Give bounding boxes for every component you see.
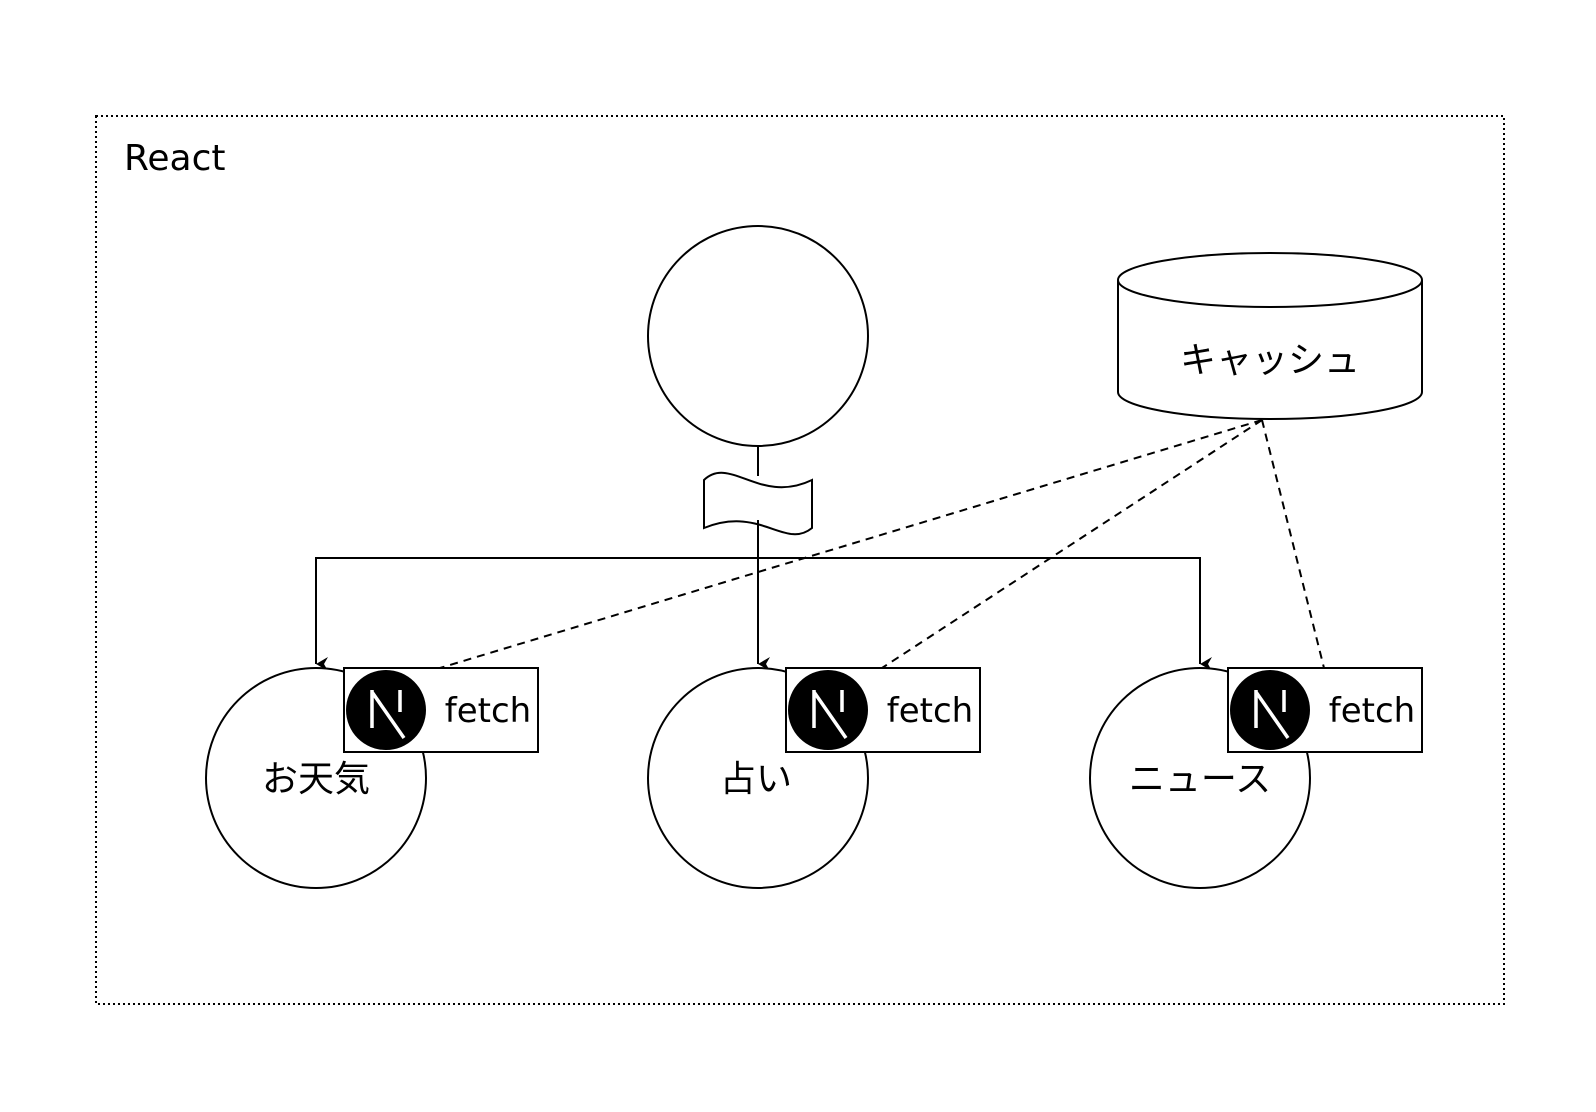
cache-label: キャッシュ — [1180, 340, 1360, 381]
cache-link-weather — [439, 419, 1263, 669]
nextjs-icon — [1230, 670, 1310, 750]
cache-link-fortune — [881, 419, 1263, 669]
fetch-label-fortune: fetch — [887, 691, 973, 731]
nextjs-icon — [788, 670, 868, 750]
break-symbol — [703, 471, 813, 536]
nextjs-icon — [346, 670, 426, 750]
frame-label: React — [124, 138, 226, 179]
right-branch-line — [758, 557, 1212, 671]
fortune-label: 占い — [720, 759, 792, 800]
left-branch-line — [315, 557, 758, 671]
weather-label: お天気 — [262, 759, 370, 800]
cache-link-news — [1261, 419, 1325, 669]
fetch-label-weather: fetch — [445, 691, 531, 731]
child-node-weather: お天気 fetch — [205, 667, 539, 889]
root-component-node — [647, 225, 869, 447]
react-boundary — [95, 115, 1505, 1005]
news-label: ニュース — [1129, 759, 1271, 800]
child-node-news: ニュース fetch — [1089, 667, 1423, 889]
child-node-fortune: 占い fetch — [647, 667, 981, 889]
fetch-label-news: fetch — [1329, 691, 1415, 731]
cache-storage: キャッシュ — [1117, 252, 1423, 420]
